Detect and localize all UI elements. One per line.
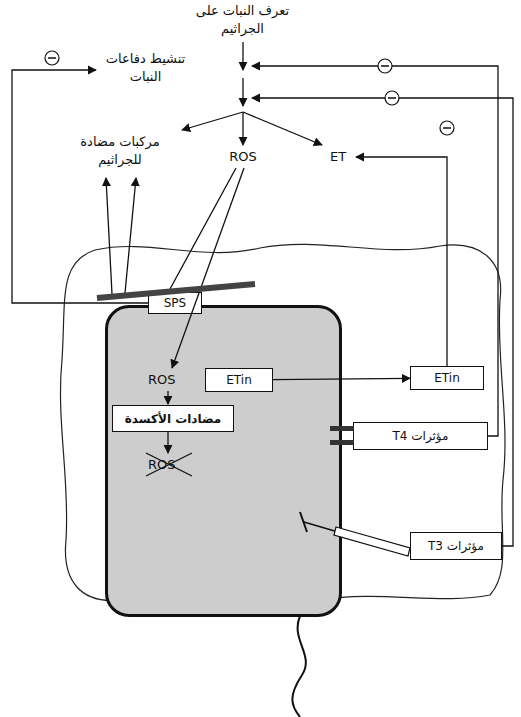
inhibition-line [252, 66, 498, 436]
node-text: مؤثرات T3 [428, 539, 484, 553]
process-box: مؤثرات T4 [353, 422, 488, 450]
flow-arrow [242, 112, 243, 145]
signal-label: ROS [222, 148, 264, 166]
membrane-bar [97, 284, 255, 298]
inhibition-line [12, 70, 148, 303]
activation-label: تنشيط دفاعات النبات [98, 50, 193, 85]
flow-arrow [167, 391, 168, 404]
node-text: ROS [148, 457, 176, 472]
node-text: ETin [434, 371, 459, 385]
inhibition-line [356, 157, 447, 366]
top-label: تعرف النبات على الجراثيم [185, 2, 300, 37]
node-text: ROS [148, 372, 176, 387]
syringe-symbol [300, 512, 410, 556]
minus-symbol [45, 51, 59, 65]
process-box: مضادات الأكسدة [112, 405, 234, 432]
node-text: مؤثرات T4 [392, 429, 448, 443]
secretion-channel [330, 426, 354, 431]
cross-mark [146, 453, 192, 476]
flow-arrow [167, 432, 168, 453]
secretion-channel [330, 440, 354, 445]
bacterium-cell: ROS ROS ETin مضادات الأكسدة [105, 305, 342, 617]
process-box: ETin [205, 368, 273, 392]
node-text: SPS [164, 296, 186, 310]
process-box: SPS [148, 292, 202, 314]
connector-arrow [273, 378, 410, 379]
node-text: ETin [226, 373, 251, 387]
minus-symbol [378, 59, 392, 73]
node-text: مضادات الأكسدة [125, 412, 222, 426]
flow-arrow [242, 78, 243, 106]
flow-arrow [106, 178, 112, 294]
ros-line [170, 168, 236, 289]
signal-label: ET [322, 148, 354, 166]
flow-arrow [243, 112, 322, 145]
flow-arrow [182, 112, 243, 130]
process-box: مؤثرات T3 [410, 532, 502, 560]
flow-arrow [125, 178, 136, 293]
minus-symbol [440, 121, 454, 135]
flagellum [292, 616, 305, 717]
minus-symbol [385, 91, 399, 105]
process-box: ETin [410, 366, 484, 390]
ros-line [172, 168, 244, 368]
flow-arrow [242, 42, 243, 70]
cross-mark [146, 453, 192, 476]
compound-label: مركبات مضادة للجراثيم [70, 133, 170, 168]
inhibition-line [252, 98, 513, 546]
